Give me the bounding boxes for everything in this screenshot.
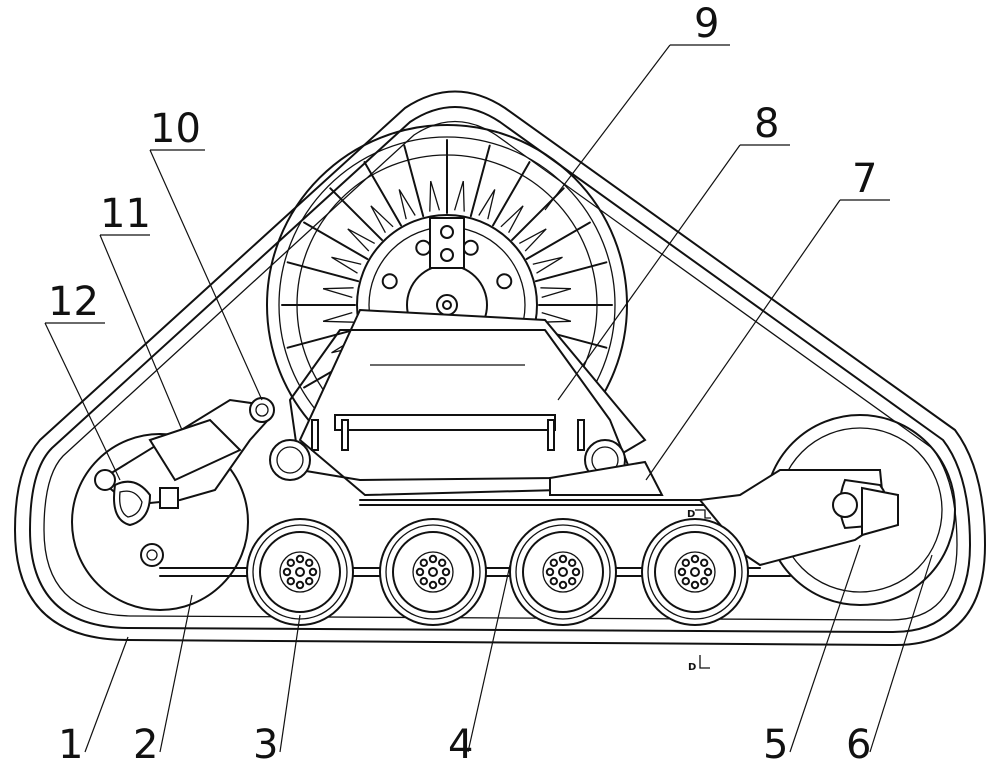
idler-wheel (71, 433, 249, 611)
label-1: 1 (58, 722, 83, 766)
road-wheel (379, 518, 487, 626)
section-mark-upper: D (687, 509, 695, 520)
label-3: 3 (253, 722, 278, 766)
hub-bolt (415, 239, 432, 256)
sprocket-spoke (286, 327, 360, 349)
sprocket-spoke (525, 221, 591, 260)
sprocket-tooth (347, 228, 376, 252)
label-2: 2 (133, 722, 158, 766)
sprocket-tooth (322, 287, 354, 299)
road-wheel (246, 518, 354, 626)
sprocket-spoke (303, 221, 369, 260)
hub-bolt (462, 239, 479, 256)
sprocket-tooth (398, 189, 416, 220)
label-7: 7 (852, 156, 877, 202)
sprocket-tooth (540, 311, 572, 323)
sprocket-tooth (532, 256, 563, 274)
section-mark-lower: D (688, 662, 696, 673)
sprocket-tooth (500, 205, 524, 234)
sprocket-spoke (403, 144, 425, 218)
label-4: 4 (448, 722, 473, 766)
hub-bolt (381, 273, 398, 290)
sprocket-tooth (370, 205, 394, 234)
sprocket-spoke (469, 144, 491, 218)
sprocket-spoke (286, 261, 360, 283)
label-8: 8 (754, 101, 779, 147)
sprocket-spoke (534, 261, 608, 283)
track-belt (14, 90, 986, 646)
label-12: 12 (48, 279, 99, 325)
label-9: 9 (694, 1, 719, 47)
sprocket-spoke (363, 161, 402, 227)
label-5: 5 (763, 722, 788, 766)
road-wheel (641, 518, 749, 626)
label-11: 11 (100, 191, 151, 237)
mounting-bracket (269, 308, 721, 506)
tension-arm-assembly (94, 397, 275, 567)
sprocket-spoke (329, 187, 383, 241)
section-mark-lower-group: D (688, 655, 710, 673)
road-wheels (246, 518, 749, 626)
sprocket-tooth (429, 180, 441, 212)
sprocket-tooth (322, 311, 354, 323)
sprocket-tooth (331, 256, 362, 274)
sprocket-tooth (478, 189, 496, 220)
label-10: 10 (150, 106, 201, 152)
hub-bolt (496, 273, 513, 290)
leader-lines (44, 44, 933, 753)
sprocket-tooth (540, 287, 572, 299)
label-6: 6 (846, 722, 871, 766)
sprocket-tooth (453, 180, 465, 212)
part-labels: 1 2 3 4 5 6 7 8 9 10 11 12 (48, 1, 877, 766)
road-wheel (509, 518, 617, 626)
sprocket-spoke (492, 161, 531, 227)
rear-swing-arm: D (687, 469, 899, 567)
sprocket-tooth (518, 228, 547, 252)
